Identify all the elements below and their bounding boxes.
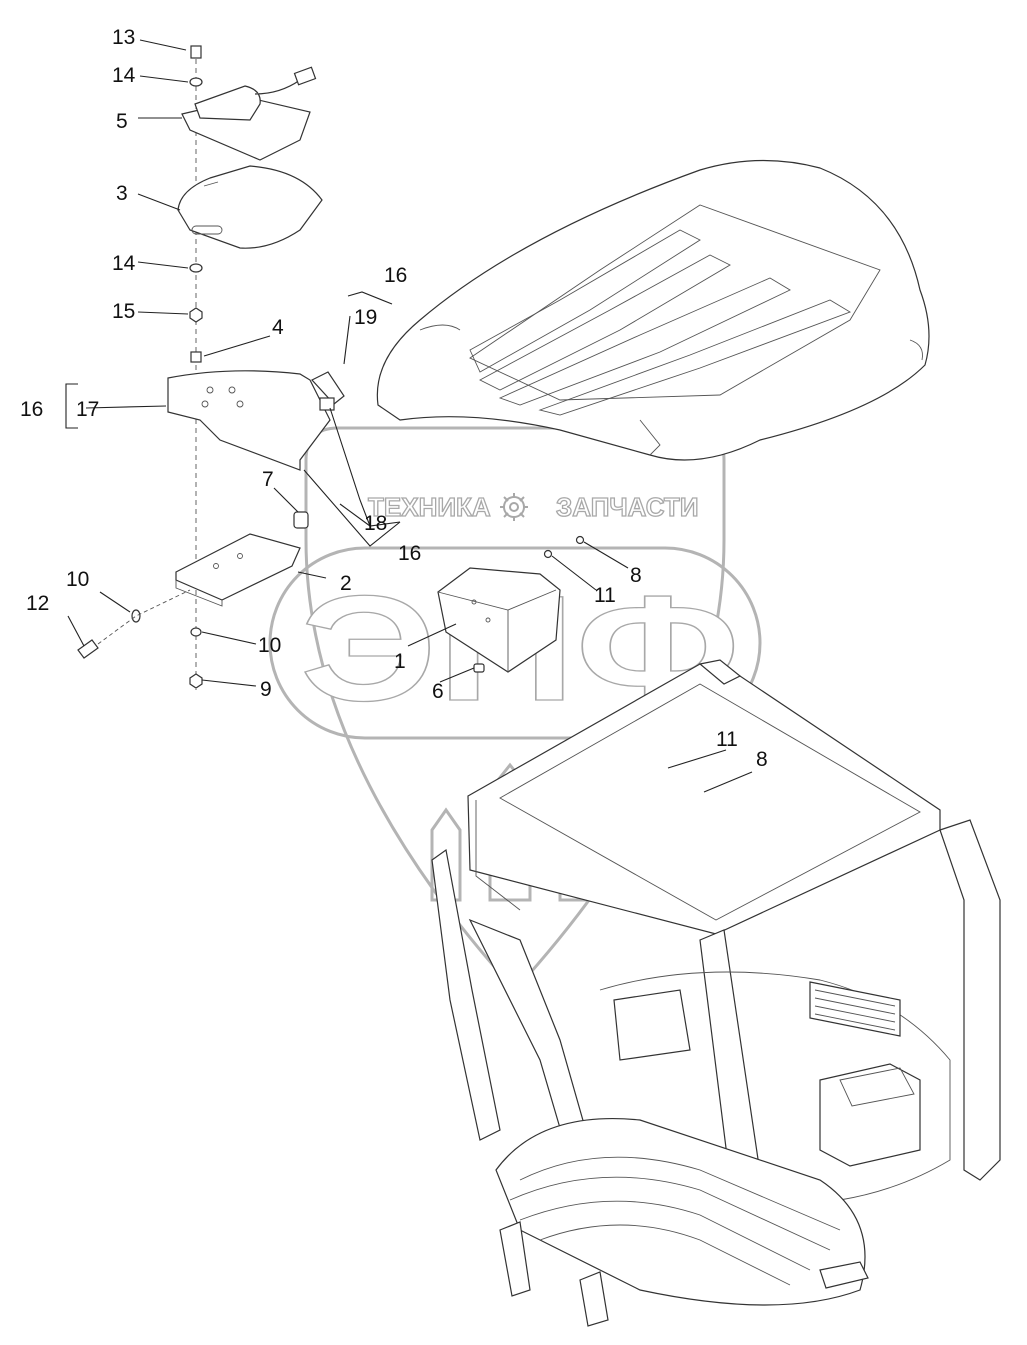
callout-14-top: 14 — [112, 64, 136, 87]
callout-7: 7 — [262, 468, 274, 491]
callout-3: 3 — [116, 182, 128, 205]
callout-4: 4 — [272, 316, 284, 339]
washer-14-top — [189, 77, 203, 87]
housing-1 — [437, 567, 561, 673]
switch-19 — [311, 371, 345, 411]
gear-icon — [500, 493, 528, 521]
washer-10-left — [131, 609, 141, 623]
roof-panel — [376, 159, 930, 461]
callout-5: 5 — [116, 110, 128, 133]
callout-11-lower: 11 — [716, 728, 738, 751]
washer-10-bottom — [190, 627, 202, 637]
washer-11-upper — [543, 549, 553, 559]
control-module-5 — [181, 66, 317, 161]
callout-12: 12 — [26, 592, 49, 615]
callout-16-middle: 16 — [398, 542, 421, 565]
callout-10-bottom: 10 — [258, 634, 281, 657]
callout-15: 15 — [112, 300, 135, 323]
callout-labels: 13 14 5 3 14 15 16 19 4 16 17 7 18 16 2 … — [20, 26, 768, 771]
cab-frame — [431, 659, 1001, 1327]
nut-9 — [189, 673, 203, 689]
callout-16-left: 16 — [20, 398, 43, 421]
callout-10-left: 10 — [66, 568, 89, 591]
callout-11-upper: 11 — [594, 584, 616, 607]
callout-13: 13 — [112, 26, 135, 49]
spacer-7 — [293, 511, 309, 529]
washer-14-bottom — [189, 263, 203, 273]
bolt-13 — [190, 45, 202, 59]
callout-8-upper: 8 — [630, 564, 642, 587]
watermark-top-right-text: ЗАПЧАСТИ — [556, 492, 699, 522]
callout-6: 6 — [432, 680, 444, 703]
bracket-17 — [167, 370, 331, 471]
base-plate-2 — [175, 533, 301, 607]
fastener-6 — [473, 663, 485, 673]
callout-17: 17 — [76, 398, 99, 421]
nut-8-upper — [575, 535, 585, 545]
callout-19: 19 — [354, 306, 377, 329]
mounting-plate-3 — [177, 165, 323, 249]
callout-18: 18 — [364, 512, 387, 535]
nut-15 — [189, 307, 203, 323]
callout-14-bottom: 14 — [112, 252, 136, 275]
leader-lines — [65, 39, 753, 793]
bolt-12 — [77, 589, 191, 659]
callout-1: 1 — [394, 650, 406, 673]
watermark-banner — [268, 546, 762, 740]
callout-2: 2 — [340, 572, 352, 595]
bolt-4 — [190, 351, 202, 363]
watermark-top-left-text: ТЕХНИКА — [368, 492, 491, 522]
callout-8-lower: 8 — [756, 748, 768, 771]
callout-16-top: 16 — [384, 264, 407, 287]
callout-9: 9 — [260, 678, 272, 701]
